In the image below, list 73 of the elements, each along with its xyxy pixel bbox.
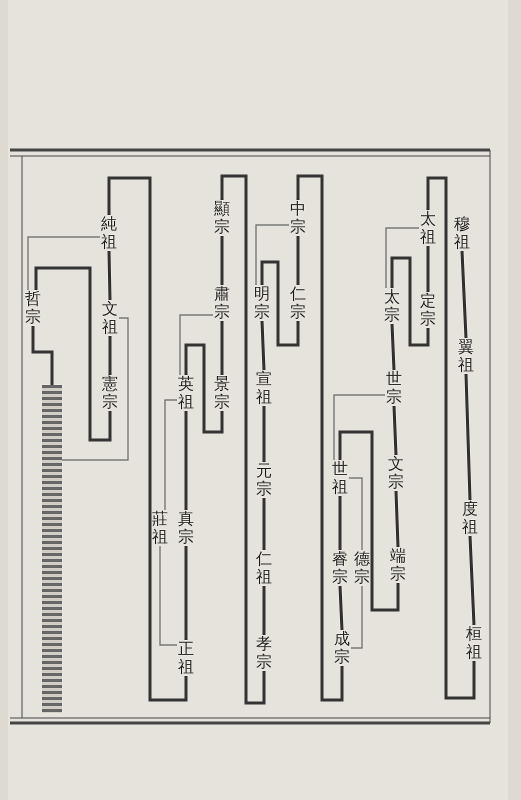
name-label: 景宗 <box>213 375 231 411</box>
lineage-line <box>394 490 400 548</box>
lineage-line <box>184 411 188 510</box>
lineage-line <box>333 394 385 460</box>
name-label: 成宗 <box>333 630 351 666</box>
lineage-line <box>159 546 177 646</box>
name-label: 莊祖 <box>151 510 169 546</box>
name-label: 孝宗 <box>255 635 273 671</box>
name-label: 端宗 <box>389 547 407 583</box>
name-label: 宣祖 <box>255 370 273 406</box>
name-label: 度祖 <box>461 500 479 536</box>
lineage-line <box>392 406 398 456</box>
name-label: 明宗 <box>253 285 271 321</box>
lineage-line <box>468 536 476 626</box>
lineage-line <box>338 496 342 550</box>
lineage-line <box>62 317 129 461</box>
lineage-line <box>179 314 213 375</box>
lineage-line <box>262 586 266 635</box>
lineage-line <box>460 250 468 338</box>
lineage-line <box>108 250 112 300</box>
name-label: 翼祖 <box>457 338 475 374</box>
lineage-line <box>390 324 396 370</box>
lineage-line <box>390 256 430 346</box>
name-label: 憲宗 <box>101 375 119 411</box>
name-label: 顯宗 <box>213 200 231 236</box>
lineage-line <box>184 546 188 640</box>
lineage-line <box>108 176 188 702</box>
name-label: 仁祖 <box>255 550 273 586</box>
lineage-line <box>260 260 300 346</box>
name-label: 文宗 <box>387 455 405 491</box>
lineage-line <box>426 176 476 700</box>
lineage-line <box>385 227 419 288</box>
lineage-line <box>296 236 300 285</box>
lineage-line <box>27 236 100 290</box>
name-label: 睿宗 <box>331 550 349 586</box>
name-label: 世祖 <box>331 460 349 496</box>
lineage-line <box>164 399 177 510</box>
lineage-line <box>220 321 224 375</box>
lineage-line <box>351 586 363 649</box>
lineage-line <box>464 374 472 500</box>
lineage-line <box>108 336 112 375</box>
lineage-line <box>349 477 363 550</box>
lineage-line <box>220 236 224 285</box>
lineage-line <box>32 326 54 385</box>
name-label: 真宗 <box>177 510 195 546</box>
lineage-line <box>426 246 430 292</box>
name-label: 哲宗 <box>24 290 42 326</box>
lineage-line <box>34 266 112 442</box>
lineage-line <box>260 320 266 370</box>
name-label: 太祖 <box>419 210 437 246</box>
lineage-line <box>262 498 266 550</box>
name-label: 正祖 <box>177 640 195 676</box>
text-column-drawing <box>42 385 62 713</box>
lineage-line <box>220 174 266 704</box>
name-label: 定宗 <box>419 292 437 328</box>
name-label: 英祖 <box>177 375 195 411</box>
lineage-line <box>255 224 289 285</box>
name-label: 肅宗 <box>213 285 231 321</box>
lineage-line <box>338 586 344 630</box>
name-label: 仁宗 <box>289 285 307 321</box>
name-label: 元宗 <box>255 462 273 498</box>
lineage-line <box>262 406 266 462</box>
lineage-line <box>184 344 224 434</box>
name-label: 文祖 <box>101 300 119 336</box>
name-label: 純祖 <box>100 215 118 251</box>
name-label: 德宗 <box>353 550 371 586</box>
name-label: 桓祖 <box>465 625 483 661</box>
name-label: 太宗 <box>383 288 401 324</box>
name-label: 穆祖 <box>453 215 471 251</box>
lineage-line <box>296 174 344 702</box>
lineage-line <box>338 430 400 612</box>
name-label: 中宗 <box>289 200 307 236</box>
name-label: 世宗 <box>385 370 403 406</box>
